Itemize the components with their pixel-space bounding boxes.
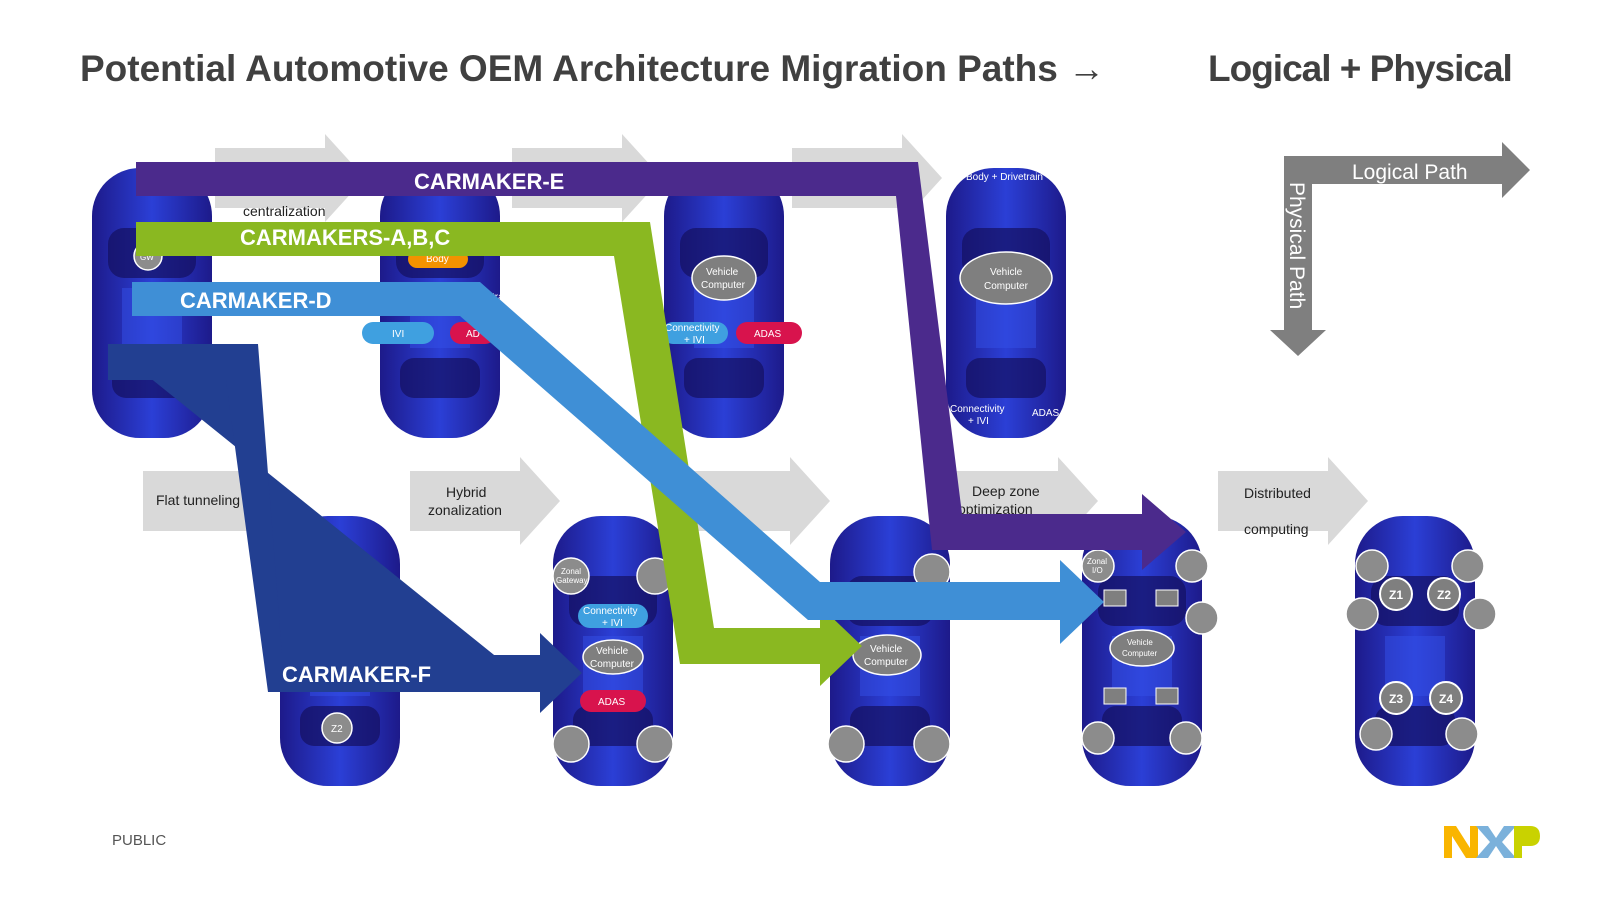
car-label-z3-b: Z3 [1389, 692, 1403, 706]
car-label-drivetrain: train [492, 292, 511, 303]
car-label-zio-1b: I/O [1092, 566, 1103, 575]
legend-physical-arrow [1270, 156, 1326, 356]
classification-label: PUBLIC [112, 832, 167, 849]
stage-label-zonalization: zonalization [428, 502, 502, 518]
stage-label-flat-tunneling: Flat tunneling [156, 492, 240, 508]
car-bottom-3: Vehicle Computer [827, 516, 951, 786]
car-label-vc-3a: Vehicle [596, 646, 629, 657]
stage-label-deep-zone: Deep zone [972, 483, 1040, 499]
path-carmaker-f-body [108, 344, 582, 713]
car-label-body-drivetrain: Body + Drivetrain [966, 172, 1043, 183]
car-label-z2-a: Z2 [331, 724, 343, 735]
stage-label-centralization: centralization [243, 203, 326, 219]
car-bottom-2: Zonal Gateway Connectivity + IVI Vehicle… [552, 516, 674, 786]
path-carmaker-e [136, 162, 1186, 570]
car-label-conn-2b: + IVI [968, 416, 989, 427]
car-label-adas-1: AD [466, 329, 480, 340]
legend-physical-label: Physical Path [1285, 182, 1308, 309]
path-carmaker-f [108, 344, 580, 692]
car-label-z4-b: Z4 [1439, 692, 1453, 706]
car-label-adas-4: ADAS [598, 697, 626, 708]
car-label-vc-2a: Vehicle [990, 267, 1023, 278]
car-label-vc-1b: Computer [701, 280, 746, 291]
car-label-z2-b: Z2 [1437, 588, 1451, 602]
page-title: Potential Automotive OEM Architecture Mi… [80, 48, 1106, 89]
page-title-right: Logical + Physical [1208, 48, 1513, 89]
car-top-3: Vehicle Computer Connectivity + IVI ADAS [662, 168, 802, 438]
car-label-zio-1a: Zonal [1087, 557, 1107, 566]
stage-label-computing: computing [1244, 521, 1309, 537]
car-label-ivi-1: IVI [392, 329, 404, 340]
car-label-vc-4b: Computer [864, 657, 909, 668]
car-bottom-5: Z1 Z2 Z3 Z4 [1345, 516, 1497, 786]
car-label-conn-1b: + IVI [684, 335, 705, 346]
stage-label-distributed: Distributed [1244, 485, 1311, 501]
car-label-vc-3b: Computer [590, 659, 635, 670]
car-bottom-4: Zonal I/O Vehicle Computer [1081, 516, 1219, 786]
path-label-carmakers-abc: CARMAKERS-A,B,C [240, 225, 450, 250]
car-label-conn-3b: + IVI [602, 618, 623, 629]
car-label-z1-b: Z1 [1389, 588, 1403, 602]
path-label-carmaker-e: CARMAKER-E [414, 169, 564, 194]
car-label-vc-1a: Vehicle [706, 267, 739, 278]
legend: Logical Path Physical Path [1270, 142, 1530, 356]
path-carmakers-abc [136, 222, 862, 686]
car-label-conn-1a: Connectivity [665, 323, 719, 334]
nxp-logo [1444, 826, 1540, 858]
car-top-4: Body + Drivetrain Vehicle Computer Conne… [946, 168, 1066, 438]
car-label-adas-3: ADAS [1032, 408, 1060, 419]
car-label-zg-1a: Zonal [561, 567, 581, 576]
car-label-conn-3a: Connectivity [583, 606, 637, 617]
stage-arrow-bottom-2 [410, 457, 560, 545]
path-label-carmaker-d: CARMAKER-D [180, 288, 332, 313]
car-label-body: Body [426, 254, 449, 265]
path-label-carmaker-f: CARMAKER-F [282, 662, 431, 687]
car-label-vc-5a: Vehicle [1127, 638, 1153, 647]
car-label-vc-2b: Computer [984, 281, 1029, 292]
stage-label-hybrid: Hybrid [446, 484, 486, 500]
legend-logical-label: Logical Path [1352, 161, 1468, 184]
car-label-zg-1b: Gateway [556, 576, 588, 585]
stage-label-optimization: optimization [958, 501, 1033, 517]
car-label-conn-2a: Connectivity [950, 404, 1004, 415]
car-label-gw: GW [140, 253, 154, 262]
car-label-vc-4a: Vehicle [870, 644, 903, 655]
path-carmaker-d [132, 282, 1104, 644]
car-label-vc-5b: Computer [1122, 649, 1157, 658]
car-label-adas-2: ADAS [754, 329, 782, 340]
legend-logical-arrow [1284, 142, 1530, 198]
